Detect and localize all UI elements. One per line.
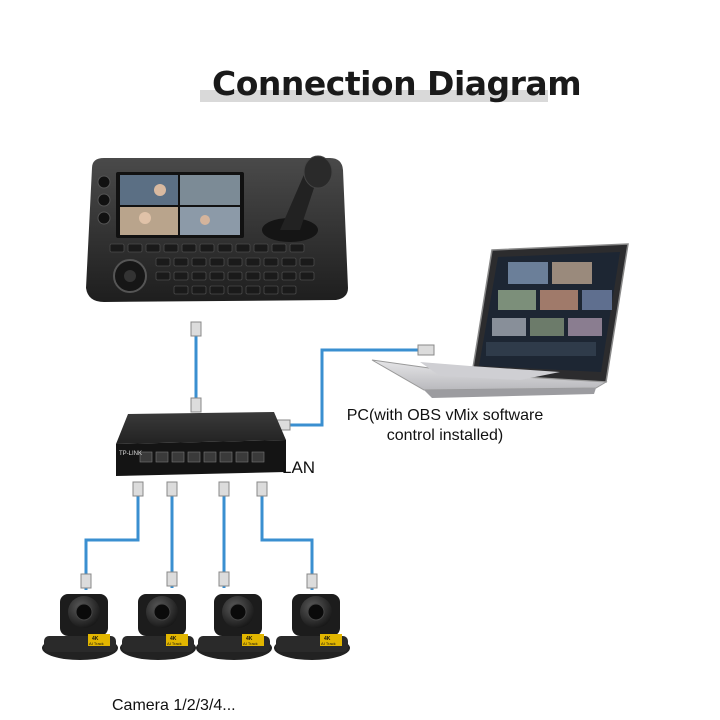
camera-badge-bottom: AI Track — [243, 641, 258, 646]
camera-badge-top: 4K — [246, 636, 253, 642]
cameras-label: Camera 1/2/3/4... — [112, 697, 236, 714]
title-block: Connection Diagram — [200, 64, 582, 108]
lan-label: LAN — [282, 458, 316, 477]
pc-label-line-2: control installed) — [386, 427, 504, 444]
ptz-keyboard-controller — [86, 155, 348, 302]
laptop-pc — [371, 243, 629, 398]
title-underline-bar — [200, 90, 548, 102]
camera-1: 4K AI Track — [42, 594, 118, 660]
camera-3: 4K AI Track — [196, 594, 272, 660]
pc-label: PC(with OBS vMix software control instal… — [320, 406, 570, 446]
pc-label-line-1: PC(with OBS vMix software — [346, 407, 544, 424]
camera-2: 4K AI Track — [120, 594, 196, 660]
camera-4: 4K AI Track — [274, 594, 350, 660]
keypad-keys — [109, 243, 315, 295]
cable-camera-2 — [166, 481, 178, 588]
page-title: Connection Diagram — [212, 64, 582, 103]
camera-badge-bottom: AI Track — [321, 641, 336, 646]
camera-badge-bottom: AI Track — [167, 641, 182, 646]
camera-badge-top: 4K — [92, 636, 99, 642]
switch-ports — [139, 451, 265, 463]
camera-badge-top: 4K — [324, 636, 331, 642]
cable-camera-1 — [80, 481, 144, 590]
camera-badge-bottom: AI Track — [89, 641, 104, 646]
network-switch: TP-LINK — [116, 412, 286, 476]
switch-brand: TP-LINK — [119, 451, 142, 457]
camera-badge-top: 4K — [170, 636, 177, 642]
cable-camera-4 — [256, 481, 318, 590]
cable-camera-3 — [218, 481, 230, 588]
cable-keyboard-to-switch — [190, 321, 202, 413]
